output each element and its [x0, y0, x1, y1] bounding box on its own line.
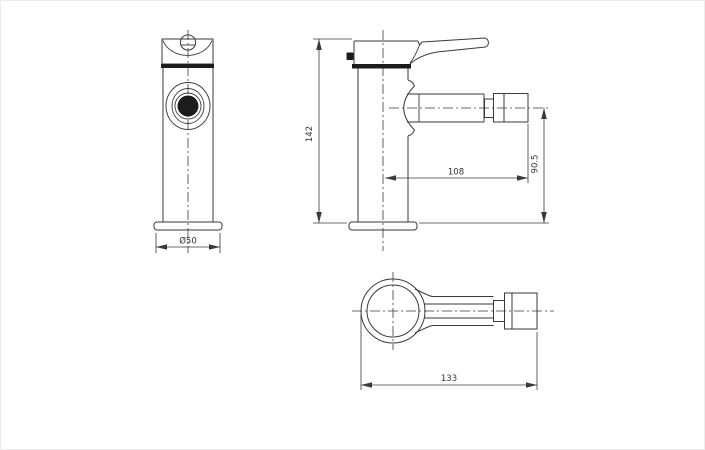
aerator-body-side [493, 93, 529, 123]
lever-notch [417, 40, 423, 46]
front-handle-cap [161, 38, 214, 65]
body-outer-circle [360, 278, 426, 344]
dimension-label: 133 [441, 374, 457, 384]
spout-fillet-bottom [407, 129, 415, 137]
dim-outlet-height: 90.5 [419, 108, 549, 224]
side-view: 142 108 90.5 [305, 30, 549, 251]
aerator-mid-ellipse [171, 88, 205, 124]
lever-end-circle [179, 34, 197, 51]
body-inner-circle [366, 284, 420, 338]
aerator-body-top [504, 292, 538, 330]
aerator-ring [174, 92, 202, 120]
dimension-label: 142 [305, 126, 315, 142]
lever-root-fillet [409, 51, 438, 65]
side-base-flange [348, 221, 418, 231]
cartridge-dome-curve [409, 44, 420, 64]
dim-overall-length: 133 [360, 314, 538, 390]
spout-fillet-top [407, 79, 415, 87]
aerator-outer-ellipse [165, 82, 211, 130]
top-spout-fillet-lower [414, 325, 433, 334]
top-view: 133 [352, 272, 554, 390]
lever-recess-arc [162, 40, 213, 56]
dim-base-diameter: Ø50 [155, 233, 221, 253]
front-seam-band [161, 64, 214, 68]
dimension-label: Ø50 [179, 236, 197, 247]
front-base-flange [153, 221, 223, 231]
aerator-outlet-hole [177, 95, 199, 117]
lever-bottom-edge [436, 46, 486, 53]
top-spout-fillet-upper [414, 288, 433, 297]
dim-spout-reach: 108 [385, 124, 529, 183]
spout-bell-curve [403, 85, 415, 131]
dimension-label: 90.5 [531, 155, 541, 174]
dimension-label: 108 [448, 168, 464, 178]
lever-top-edge [421, 37, 486, 43]
lever-tip [484, 37, 489, 48]
head-side-button [346, 52, 354, 60]
side-seam-band [352, 64, 411, 69]
dim-overall-height: 142 [305, 38, 352, 224]
front-view: Ø50 [153, 30, 223, 253]
